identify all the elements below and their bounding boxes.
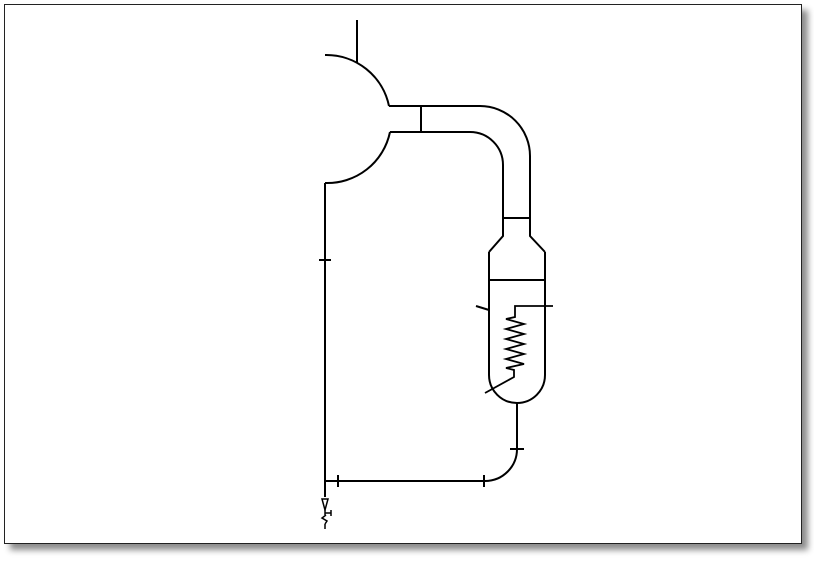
tube-outer	[389, 105, 546, 253]
diagram-frame	[4, 4, 802, 544]
vessel-lower-arc	[324, 131, 391, 185]
heating-coil	[484, 305, 553, 394]
drain-valve[interactable]	[320, 498, 332, 529]
vessel-upper-arc	[324, 53, 390, 107]
tube-inner	[390, 131, 504, 253]
heater-flask	[488, 252, 546, 404]
return-bend	[484, 448, 518, 482]
thermometer-tick	[475, 305, 490, 311]
